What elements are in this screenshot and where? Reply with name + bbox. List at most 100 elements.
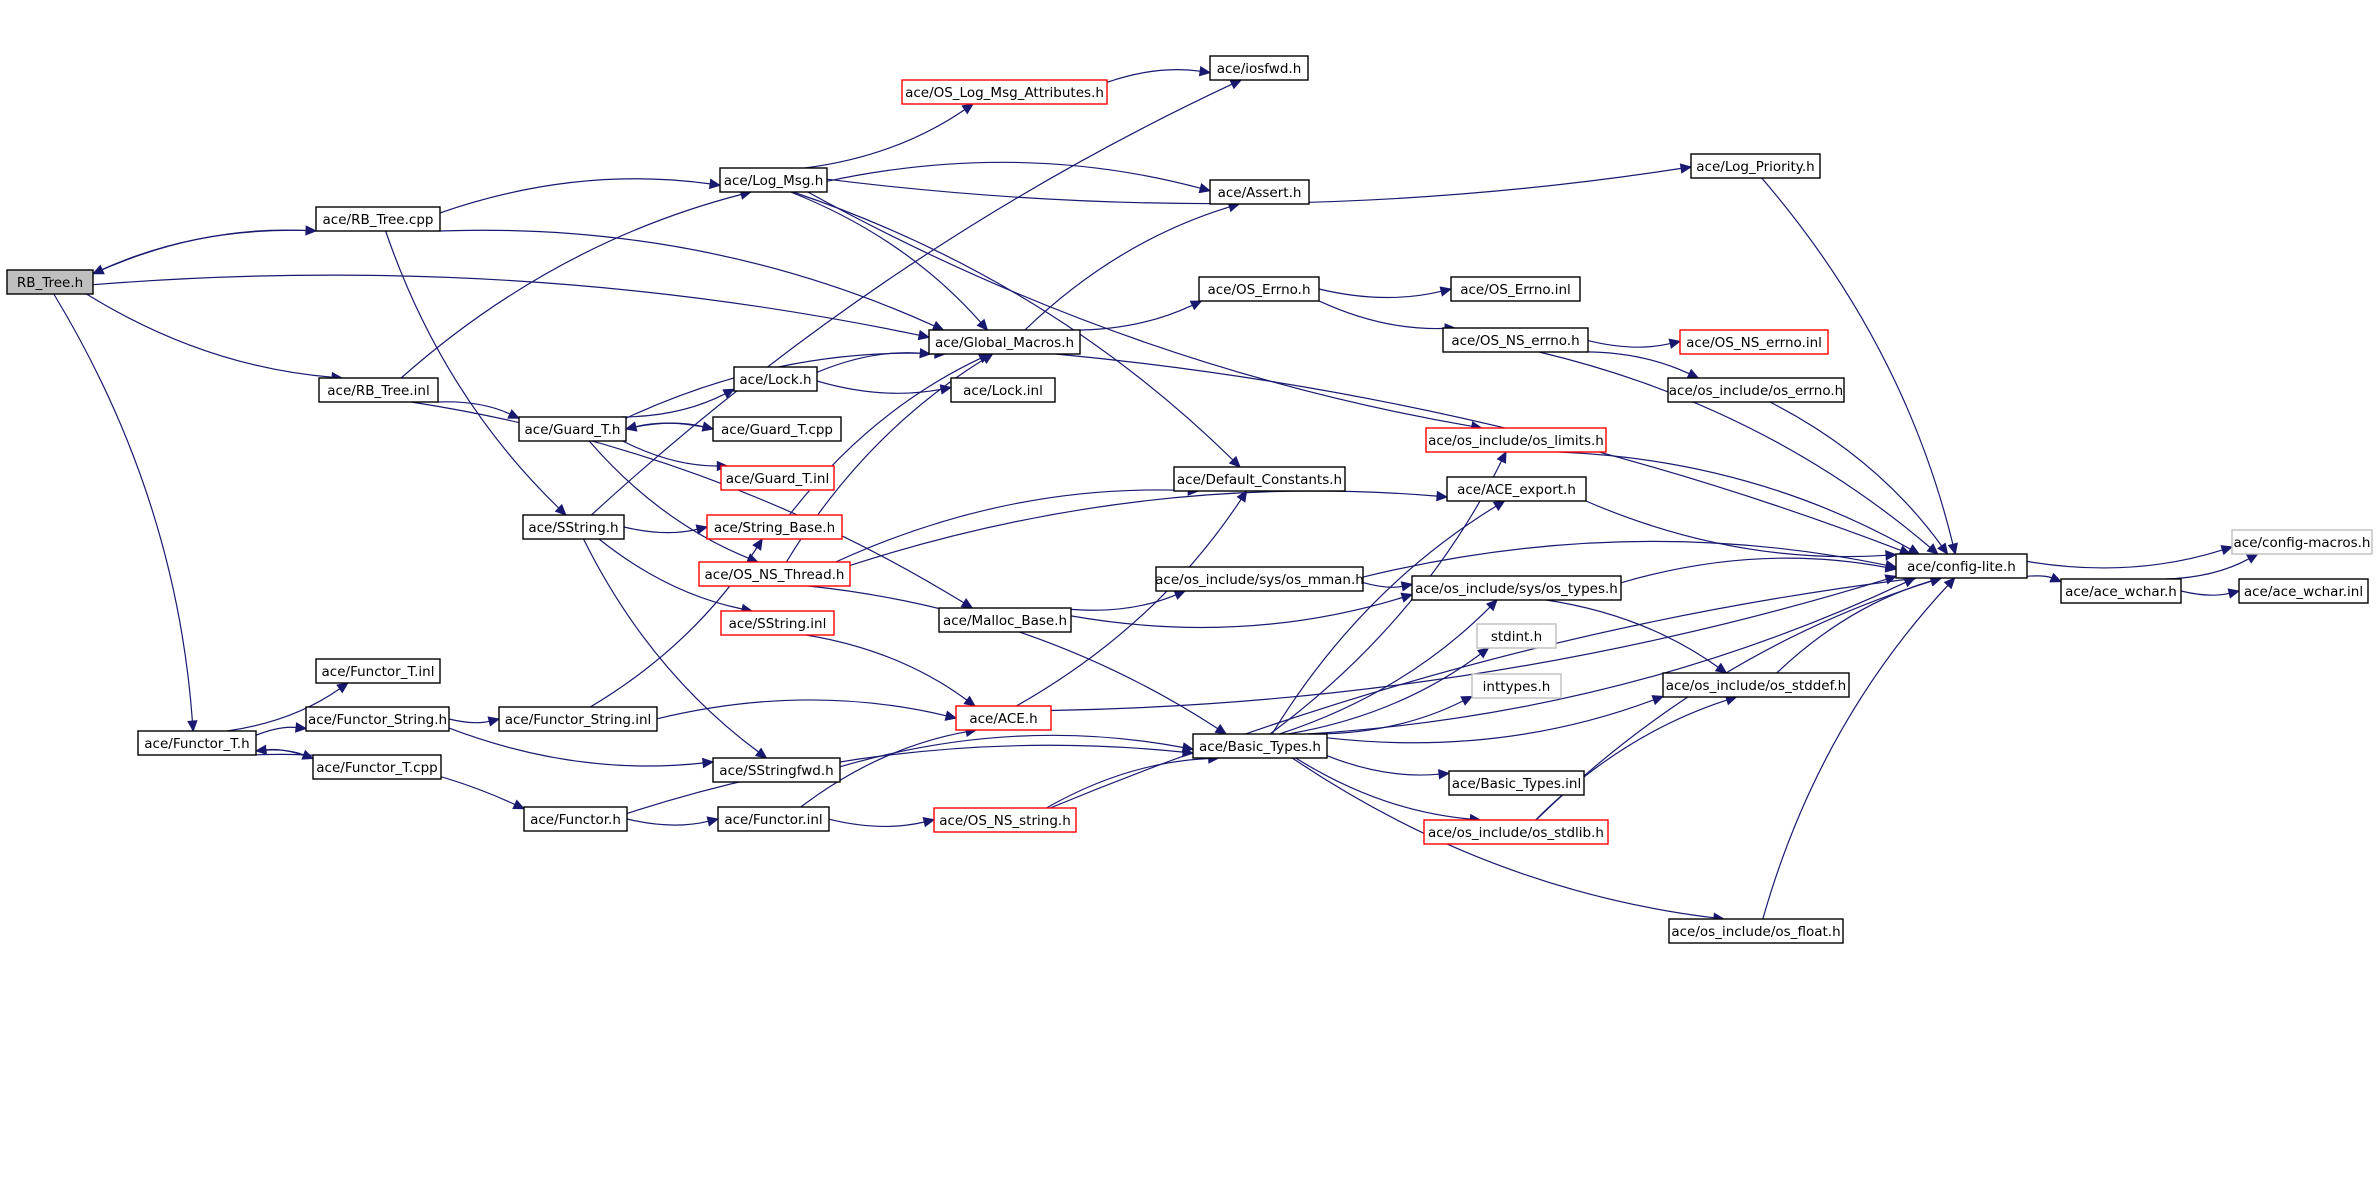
node-functor-inl[interactable]: ace/Functor.inl xyxy=(717,806,830,832)
edge-line xyxy=(92,229,307,275)
node-os-include-errno-h[interactable]: ace/os_include/os_errno.h xyxy=(1667,377,1845,403)
node-os-stdlib-h[interactable]: ace/os_include/os_stdlib.h xyxy=(1423,819,1609,845)
node-sstring-inl[interactable]: ace/SString.inl xyxy=(720,610,835,636)
node-os-ns-errno-inl[interactable]: ace/OS_NS_errno.inl xyxy=(1679,329,1829,355)
node-label: ace/os_include/os_errno.h xyxy=(1669,383,1843,399)
node-config-lite-h[interactable]: ace/config-lite.h xyxy=(1895,553,2028,579)
node-basic-types-h[interactable]: ace/Basic_Types.h xyxy=(1192,733,1328,759)
edge-arrowhead xyxy=(702,757,715,769)
node-guard-t-inl[interactable]: ace/Guard_T.inl xyxy=(720,465,835,491)
node-label: ace/SString.inl xyxy=(729,616,827,632)
node-rbtree-h[interactable]: RB_Tree.h xyxy=(6,269,94,295)
node-malloc-base-h[interactable]: ace/Malloc_Base.h xyxy=(938,607,1072,633)
node-os-ns-string-h[interactable]: ace/OS_NS_string.h xyxy=(933,807,1077,833)
node-box xyxy=(720,610,835,636)
edge-arrowhead xyxy=(1496,450,1507,464)
edge-arrowhead xyxy=(1173,590,1187,600)
edge-arrowhead xyxy=(1181,742,1195,753)
node-label: ace/OS_Errno.h xyxy=(1207,282,1310,298)
node-guard-t-h[interactable]: ace/Guard_T.h xyxy=(518,416,627,442)
edge-log_msg_h-to-os_limits_h xyxy=(807,191,1483,432)
node-functor-t-cpp[interactable]: ace/Functor_T.cpp xyxy=(312,754,442,780)
edge-line xyxy=(1546,599,1719,668)
edge-arrowhead xyxy=(754,747,768,759)
node-sstringfwd-h[interactable]: ace/SStringfwd.h xyxy=(712,757,841,783)
node-os-mman-h[interactable]: ace/os_include/sys/os_mman.h xyxy=(1155,566,1364,592)
node-box xyxy=(1662,672,1850,698)
node-os-ns-thread-h[interactable]: ace/OS_NS_Thread.h xyxy=(698,561,851,587)
edge-arrowhead xyxy=(1651,695,1665,706)
node-functor-string-inl[interactable]: ace/Functor_String.inl xyxy=(498,706,658,732)
node-default-constants-h[interactable]: ace/Default_Constants.h xyxy=(1173,466,1346,492)
node-box xyxy=(698,561,851,587)
node-label: ace/Global_Macros.h xyxy=(935,335,1074,351)
node-global-macros-h[interactable]: ace/Global_Macros.h xyxy=(928,329,1081,355)
node-rbtree-inl[interactable]: ace/RB_Tree.inl xyxy=(318,377,439,403)
edge-arrowhead xyxy=(1229,79,1243,90)
node-ace-h[interactable]: ace/ACE.h xyxy=(955,705,1052,731)
node-iosfwd-h[interactable]: ace/iosfwd.h xyxy=(1209,55,1309,81)
node-box xyxy=(1209,179,1310,205)
node-string-base-h[interactable]: ace/String_Base.h xyxy=(706,514,843,540)
edge-arrowhead xyxy=(961,103,974,115)
node-log-priority-h[interactable]: ace/Log_Priority.h xyxy=(1690,153,1821,179)
node-ace-wchar-inl[interactable]: ace/ace_wchar.inl xyxy=(2238,578,2369,604)
edge-arrowhead xyxy=(1189,300,1203,311)
node-guard-t-cpp[interactable]: ace/Guard_T.cpp xyxy=(712,416,842,442)
edge-line xyxy=(2165,558,2250,580)
node-box xyxy=(928,329,1081,355)
node-os-stddef-h[interactable]: ace/os_include/os_stddef.h xyxy=(1662,672,1850,698)
node-os-types-h[interactable]: ace/os_include/sys/os_types.h xyxy=(1411,575,1622,601)
edge-line xyxy=(1287,653,1481,735)
node-lock-inl[interactable]: ace/Lock.inl xyxy=(950,377,1056,403)
edge-malloc_base_h-to-os_mman_h xyxy=(1070,590,1187,611)
node-box xyxy=(2060,578,2182,604)
node-lock-h[interactable]: ace/Lock.h xyxy=(733,366,818,392)
node-rbtree-cpp[interactable]: ace/RB_Tree.cpp xyxy=(315,206,441,232)
edge-line xyxy=(1106,69,1201,83)
node-assert-h[interactable]: ace/Assert.h xyxy=(1209,179,1310,205)
node-label: ace/Functor_T.inl xyxy=(322,664,435,680)
edge-ace_wchar_h-to-ace_wchar_inl xyxy=(2180,588,2241,599)
edge-arrowhead xyxy=(1714,662,1728,674)
node-ace-export-h[interactable]: ace/ACE_export.h xyxy=(1446,476,1587,502)
edge-arrowhead xyxy=(187,720,198,733)
node-sstring-h[interactable]: ace/SString.h xyxy=(522,514,625,540)
node-inttypes-h[interactable]: inttypes.h xyxy=(1471,673,1562,699)
edge-line xyxy=(86,293,333,378)
node-box xyxy=(712,416,842,442)
edge-ace_wchar_h-to-config_macros_h xyxy=(2165,553,2259,580)
edge-line xyxy=(1046,757,1209,809)
node-box xyxy=(1425,427,1607,453)
edge-line xyxy=(816,380,942,394)
node-log-msg-h[interactable]: ace/Log_Msg.h xyxy=(719,167,828,193)
node-functor-t-h[interactable]: ace/Functor_T.h xyxy=(137,730,257,756)
node-os-ns-errno-h[interactable]: ace/OS_NS_errno.h xyxy=(1442,327,1589,353)
edge-functor_t_h-to-functor_t_inl xyxy=(227,682,349,732)
node-stdint-h[interactable]: stdint.h xyxy=(1476,623,1557,649)
node-box xyxy=(1192,733,1328,759)
node-os-float-h[interactable]: ace/os_include/os_float.h xyxy=(1668,918,1844,944)
node-os-errno-h[interactable]: ace/OS_Errno.h xyxy=(1198,276,1320,302)
node-os-errno-inl[interactable]: ace/OS_Errno.inl xyxy=(1450,276,1581,302)
node-functor-t-inl[interactable]: ace/Functor_T.inl xyxy=(315,658,441,684)
edge-sstring_h-to-string_base_h xyxy=(623,524,709,535)
edge-line xyxy=(1311,700,1464,735)
edge-os_log_msg_attr_h-to-iosfwd_h xyxy=(1106,65,1212,83)
node-config-macros-h[interactable]: ace/config-macros.h xyxy=(2231,529,2373,555)
node-functor-string-h[interactable]: ace/Functor_String.h xyxy=(305,706,450,732)
edge-arrowhead xyxy=(1400,592,1414,603)
node-box xyxy=(706,514,843,540)
node-functor-h[interactable]: ace/Functor.h xyxy=(523,806,628,832)
edge-line xyxy=(621,393,726,418)
edge-line xyxy=(588,440,749,559)
node-box xyxy=(1155,566,1364,592)
node-basic-types-inl[interactable]: ace/Basic_Types.inl xyxy=(1448,770,1585,796)
edge-line xyxy=(807,191,1473,427)
edge-arrowhead xyxy=(1400,581,1414,592)
node-os-log-msg-attr-h[interactable]: ace/OS_Log_Msg_Attributes.h xyxy=(901,79,1108,105)
edge-arrowhead xyxy=(1884,562,1898,573)
node-ace-wchar-h[interactable]: ace/ace_wchar.h xyxy=(2060,578,2182,604)
node-os-limits-h[interactable]: ace/os_include/os_limits.h xyxy=(1425,427,1607,453)
edge-basic_types_h-to-config_lite_h xyxy=(1306,577,1916,735)
